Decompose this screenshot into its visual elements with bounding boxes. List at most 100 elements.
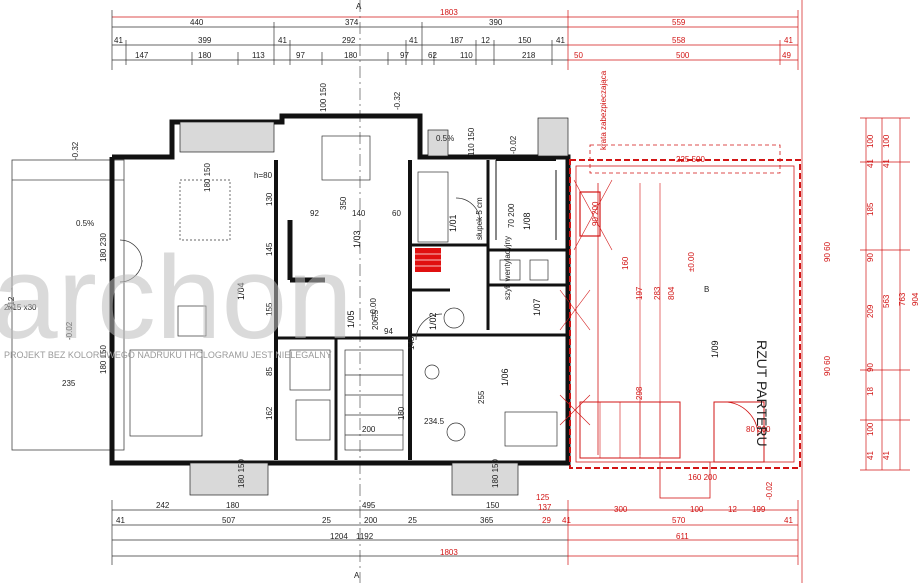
top-dimension-lines [111,0,799,583]
dim-r3-f: 97 [400,51,409,60]
dim-r2-e: 41 [409,36,418,45]
win-2: 100 150 [319,83,328,112]
win-12: 160 200 [688,473,717,482]
room-1-07: 1/07 [532,298,542,316]
win-4: 180 230 [99,233,108,262]
bd-10: 200 [364,516,378,525]
dim-r2-red-b: 41 [784,36,793,45]
dim-r2-h: 150 [518,36,532,45]
bd-14: 41 [562,516,571,525]
interior-dims: 92 140 60 350 130 155 145 85 162 206.5 9… [265,192,676,434]
dim-r3-e: 180 [344,51,358,60]
bd-21: 1204 [330,532,348,541]
idim-10: 206.5 [371,309,380,330]
level-garage: ±0.00 [687,251,696,272]
watermark-brand: archon [0,232,353,364]
dim-r3-red-b: 500 [676,51,690,60]
rd-2: 41 [866,159,875,168]
room-1-05: 1/05 [346,310,356,328]
garage-extension [559,144,801,499]
level-driveway: -0.02 [765,481,774,500]
room-1-03: 1/03 [352,230,362,248]
rd-13: 41 [882,451,891,460]
rd-11: 41 [882,159,891,168]
idim-19: 298 [635,386,644,400]
bottom-dimension-texts: 242 180 495 150 125 137 41 507 25 200 25… [116,493,793,580]
dim-top-2: 374 [345,18,359,27]
rd-total: 763 [898,292,907,306]
sill-label: h=80 [254,171,273,180]
section-mark-top: A [356,2,362,11]
bd-5: 125 [536,493,550,502]
level-terrace-2: -0.02 [65,321,74,340]
dim-r3-h: 110 [460,51,473,60]
idim-6: 155 [265,302,274,316]
idim-18: 197 [635,286,644,300]
win-9: 90 60 [823,241,832,262]
rd-1: 100 [866,134,875,148]
stair-label: 2x15 x30 [4,303,37,312]
bd-4: 150 [486,501,500,510]
dim-r3-a: 147 [135,51,149,60]
win-13: 90 200 [591,201,600,226]
win-7: 180 150 [491,459,500,488]
dim-r3-red-c: 49 [782,51,791,60]
bd-total: 1803 [440,548,458,557]
top-dimension-texts: 1803 440 374 390 559 41 399 41 292 41 18… [114,2,793,60]
idim-15: 234.5 [424,417,445,426]
idim-5: 130 [265,192,274,206]
building-walls [109,113,571,466]
bd-6: 137 [538,503,552,512]
dim-total-top: 1803 [440,8,458,17]
rd-12: 563 [882,294,891,308]
idim-9: 162 [265,406,274,420]
level-balcony: -0.02 [509,135,518,154]
rd-10: 100 [882,134,891,148]
bd-8: 507 [222,516,236,525]
dim-r2-b: 399 [198,36,212,45]
dim-712: 712 [7,296,16,310]
stair-block [415,248,441,272]
level-marks: -0.32 -0.32 -0.02 ±0.00 ±0.00 -0.02 -0.0… [4,70,774,500]
dim-r2-i: 41 [556,36,565,45]
room-labels: 1/04 1/03 1/01 1/08 1/07 1/02 1/05 1/06 … [236,212,720,386]
drawing-title: RZUT PARTERU [754,340,770,447]
rd-4: 90 [866,253,875,262]
idim-14: 255 [477,390,486,404]
win-3: 110 150 [467,127,476,156]
win-1: 180 150 [203,163,212,192]
idim-2: 140 [352,209,366,218]
bd-2: 180 [226,501,240,510]
room-1-08: 1/08 [522,212,532,230]
rd-9: 41 [866,451,875,460]
dim-r2-d: 292 [342,36,356,45]
level-entry: -0.32 [393,91,402,110]
room-1-04: 1/04 [236,282,246,300]
room-1-06: 1/06 [500,368,510,386]
bd-18: 12 [728,505,737,514]
north-b-mark: B [704,285,709,294]
bd-20: 41 [784,516,793,525]
bd-1: 242 [156,501,170,510]
bd-12: 365 [480,516,494,525]
bd-19: 199 [752,505,766,514]
dim-top-3: 390 [489,18,503,27]
dim-r2-f: 187 [450,36,464,45]
bd-23: 611 [676,532,689,541]
dim-r2-g: 12 [481,36,490,45]
idim-12: 143 [407,336,416,350]
room-1-01: 1/01 [448,214,458,232]
dim-r2-a: 41 [114,36,123,45]
idim-21: 804 [667,286,676,300]
win-11: 80 200 [746,425,771,434]
window-tags: 180 150 100 150 110 150 180 230 180 150 … [99,83,832,488]
slope-mark: 0.5% [76,219,94,228]
win-10: 90 60 [823,355,832,376]
rd-8: 100 [866,422,875,436]
win-14: 70 200 [507,203,516,228]
bottom-dimension-lines [111,500,799,565]
idim-17: 160 [621,256,630,270]
rd-5: 209 [866,304,875,318]
idim-13: 180 [397,406,406,420]
